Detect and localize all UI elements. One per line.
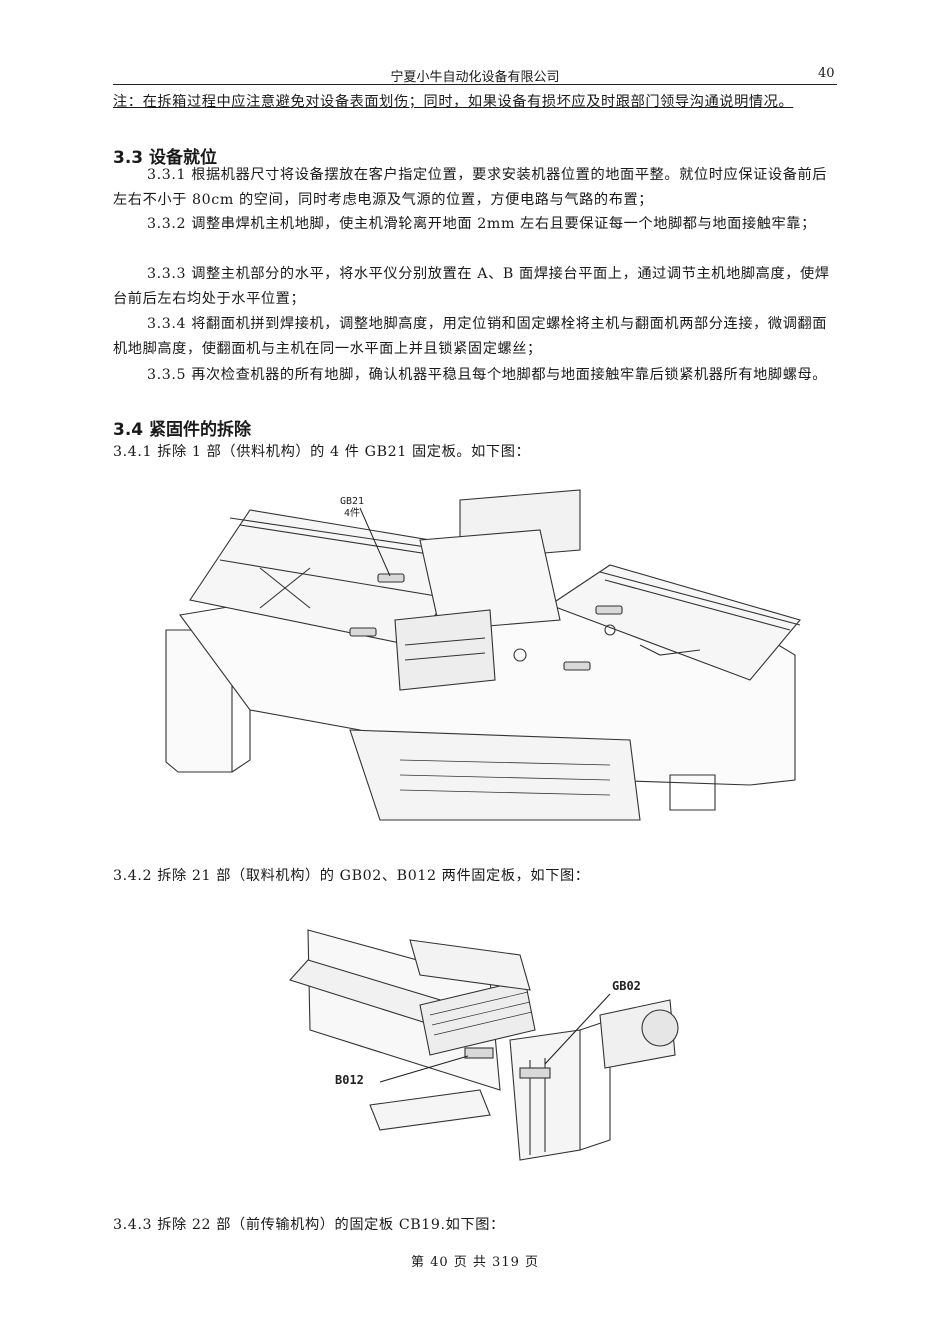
section-3-3-heading: 3.3 设备就位 <box>113 148 218 168</box>
header-rule <box>113 84 837 85</box>
page-footer: 第 40 页 共 319 页 <box>410 1255 540 1270</box>
label-gb02: GB02 <box>612 979 641 993</box>
step-3-3-4: 3.3.4 将翻面机拼到焊接机，调整地脚高度，用定位销和固定螺栓将主机与翻面机两… <box>113 316 828 357</box>
step-3-3-2: 3.3.2 调整串焊机主机地脚，使主机滑轮离开地面 2mm 左右且要保证每一个地… <box>147 216 816 232</box>
figure-feeding-mechanism: GB21 4件 <box>165 489 801 821</box>
label-b012: B012 <box>335 1073 364 1087</box>
header-page-number: 40 <box>818 66 835 81</box>
step-3-4-1: 3.4.1 拆除 1 部（供料机构）的 4 件 GB21 固定板。如下图： <box>113 444 531 460</box>
step-3-3-3: 3.3.3 调整主机部分的水平，将水平仪分别放置在 A、B 面焊接台平面上，通过… <box>113 266 830 307</box>
step-3-4-2: 3.4.2 拆除 21 部（取料机构）的 GB02、B012 两件固定板，如下图… <box>113 868 590 884</box>
note-paragraph: 注：在拆箱过程中应注意避免对设备表面划伤；同时，如果设备有损坏应及时跟部门领导沟… <box>113 94 794 110</box>
section-3-4-heading: 3.4 紧固件的拆除 <box>113 420 252 440</box>
step-3-4-3: 3.4.3 拆除 22 部（前传输机构）的固定板 CB19.如下图： <box>113 1217 505 1233</box>
step-3-3-5: 3.3.5 再次检查机器的所有地脚，确认机器平稳且每个地脚都与地面接触牢靠后锁紧… <box>147 367 828 383</box>
step-3-3-1: 3.3.1 根据机器尺寸将设备摆放在客户指定位置，要求安装机器位置的地面平整。就… <box>113 167 828 208</box>
label-gb21: GB21 <box>340 496 364 507</box>
running-header: 宁夏小牛自动化设备有限公司 <box>390 70 560 85</box>
label-gb21-count: 4件 <box>344 507 360 519</box>
figure-picking-mechanism: GB02 B012 <box>289 929 679 1161</box>
